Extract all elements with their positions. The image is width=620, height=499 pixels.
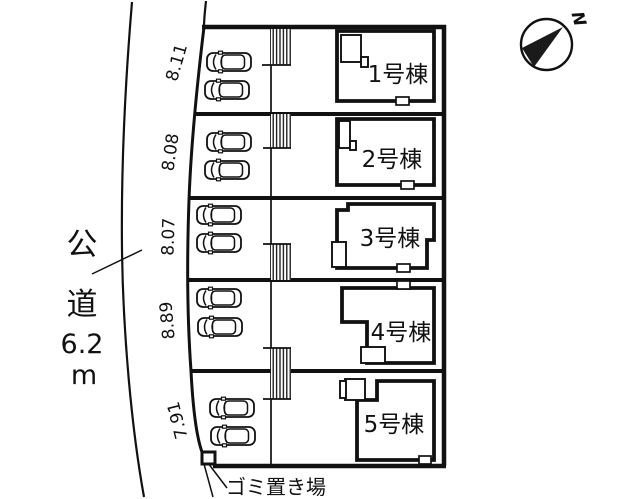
unit-4-label: 4号棟 xyxy=(371,320,432,346)
unit-1-footprint: 1号棟 xyxy=(335,29,436,106)
garbage-leader-line xyxy=(203,463,214,498)
road-name-char-1: 公 xyxy=(67,227,98,263)
car-icon xyxy=(210,424,256,448)
road-name-char-2: 道 xyxy=(67,287,98,323)
stairs-hatch-unit-1 xyxy=(262,29,291,66)
frontage-measurement-3: 8.07 xyxy=(158,218,179,257)
unit-4-footprint: 4号棟 xyxy=(340,280,436,365)
garbage-box xyxy=(200,450,217,466)
unit-1-label: 1号棟 xyxy=(368,62,429,88)
road-label: 公 道 6.2 m xyxy=(61,227,143,391)
road-label-leader-line xyxy=(91,249,143,275)
frontage-measurement-4: 8.89 xyxy=(156,301,179,340)
garbage-station: ゴミ置き場 xyxy=(200,450,326,499)
unit-3-label: 3号棟 xyxy=(360,226,421,252)
car-icon xyxy=(197,315,243,339)
car-icon xyxy=(209,396,255,420)
car-icon xyxy=(196,231,242,255)
car-icon xyxy=(196,203,242,227)
car-icon xyxy=(206,50,252,74)
plot-west-boundary xyxy=(186,26,206,453)
road-outer-edge-line xyxy=(120,1,146,498)
road-width-value: 6.2 xyxy=(61,329,104,360)
unit-2-footprint: 2号棟 xyxy=(335,117,436,190)
stairs-hatch-unit-4-5 xyxy=(263,347,291,400)
car-icon xyxy=(196,286,242,310)
north-arrow-icon xyxy=(522,27,563,67)
road-width-unit: m xyxy=(71,360,97,391)
unit-5-footprint: 5号棟 xyxy=(339,378,436,465)
garbage-leader-line xyxy=(207,462,228,489)
unit-5-label: 5号棟 xyxy=(364,412,425,438)
unit-3-footprint: 3号棟 xyxy=(331,202,436,273)
north-label: N xyxy=(566,10,589,29)
garbage-label: ゴミ置き場 xyxy=(226,475,326,499)
compass-icon: N xyxy=(519,10,590,72)
stairs-hatch-unit-3 xyxy=(263,243,291,280)
stairs-hatch-unit-2 xyxy=(263,114,291,149)
car-icon xyxy=(204,78,250,102)
unit-2-label: 2号棟 xyxy=(362,147,423,173)
car-icon xyxy=(206,130,252,154)
car-icon xyxy=(204,158,250,182)
